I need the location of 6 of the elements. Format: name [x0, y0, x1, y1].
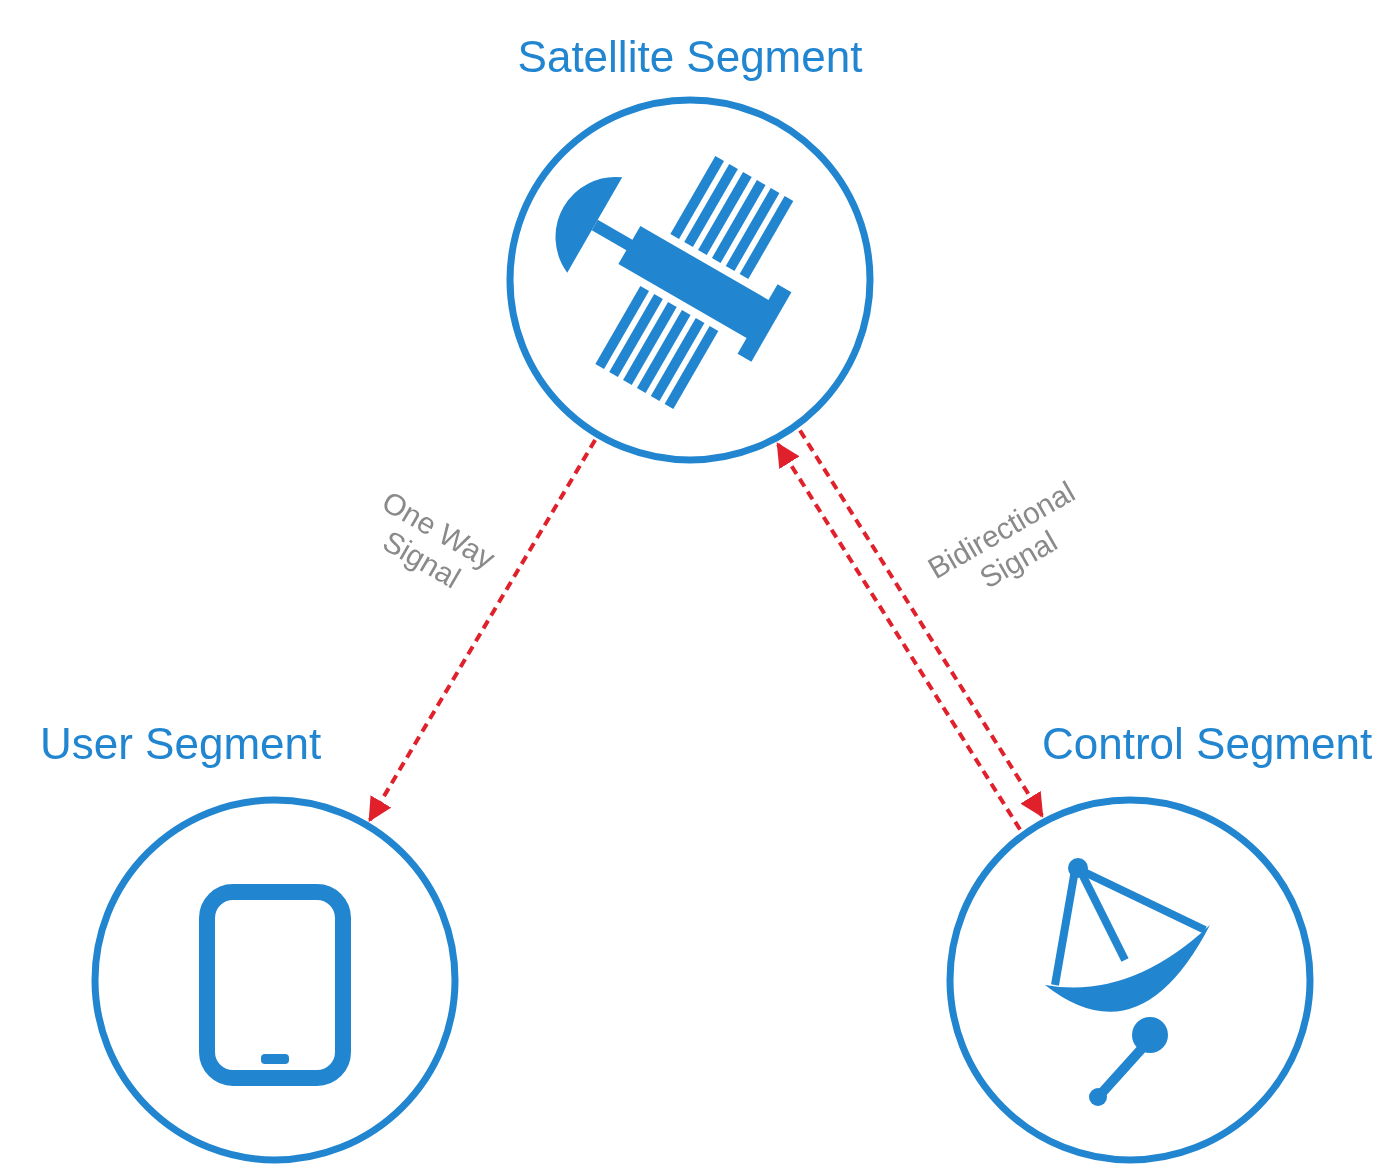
signal-arrow [776, 442, 1022, 831]
segment-title: User Segment [40, 718, 323, 770]
segment-title: Satellite Segment [516, 31, 864, 83]
signal-arrow [798, 429, 1044, 818]
segment-title: Control Segment [1042, 718, 1374, 770]
signal-arrow [368, 438, 597, 823]
